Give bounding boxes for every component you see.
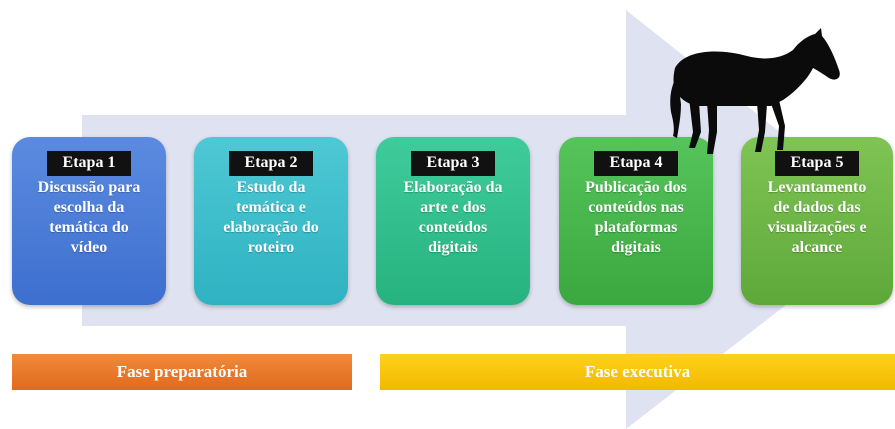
step-1-tag: Etapa 1	[46, 151, 132, 176]
phase-preparatory-bar: Fase preparatória	[12, 354, 352, 390]
step-4-tag: Etapa 4	[593, 151, 679, 176]
step-2-tag: Etapa 2	[228, 151, 314, 176]
step-5-tag: Etapa 5	[774, 151, 860, 176]
step-3-tag: Etapa 3	[410, 151, 496, 176]
phase-executive-bar: Fase executiva	[380, 354, 895, 390]
horse-silhouette-icon	[670, 28, 840, 154]
